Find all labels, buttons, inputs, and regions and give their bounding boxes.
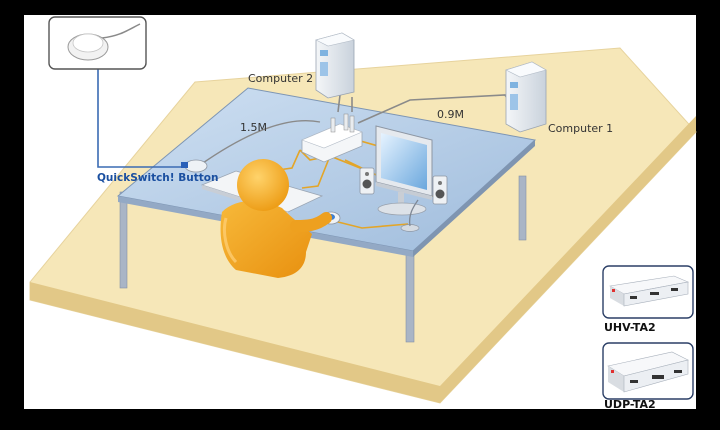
model-udp-ta2-image [602,342,694,400]
quickswitch-button-device [181,159,208,173]
kvm-switch [301,113,363,163]
quickswitch-inset [48,16,147,70]
quickswitch-label: QuickSwitch! Button [97,172,219,184]
speakers [359,167,448,205]
computer-1-label: Computer 1 [548,122,614,135]
model-uhv-ta2-label: UHV-TA2 [604,321,656,334]
cable-length-0-9m: 0.9M [437,108,464,121]
model-udp-ta2-label: UDP-TA2 [604,398,656,411]
model-uhv-ta2-image [602,265,694,319]
person-figure [220,159,332,278]
computer-2-label: Computer 2 [248,72,314,85]
monitor [375,125,433,216]
computer-2-tower [315,32,355,99]
microphone [400,199,420,232]
computer-1-tower [505,61,547,133]
cable-length-1-5m: 1.5M [240,121,267,134]
